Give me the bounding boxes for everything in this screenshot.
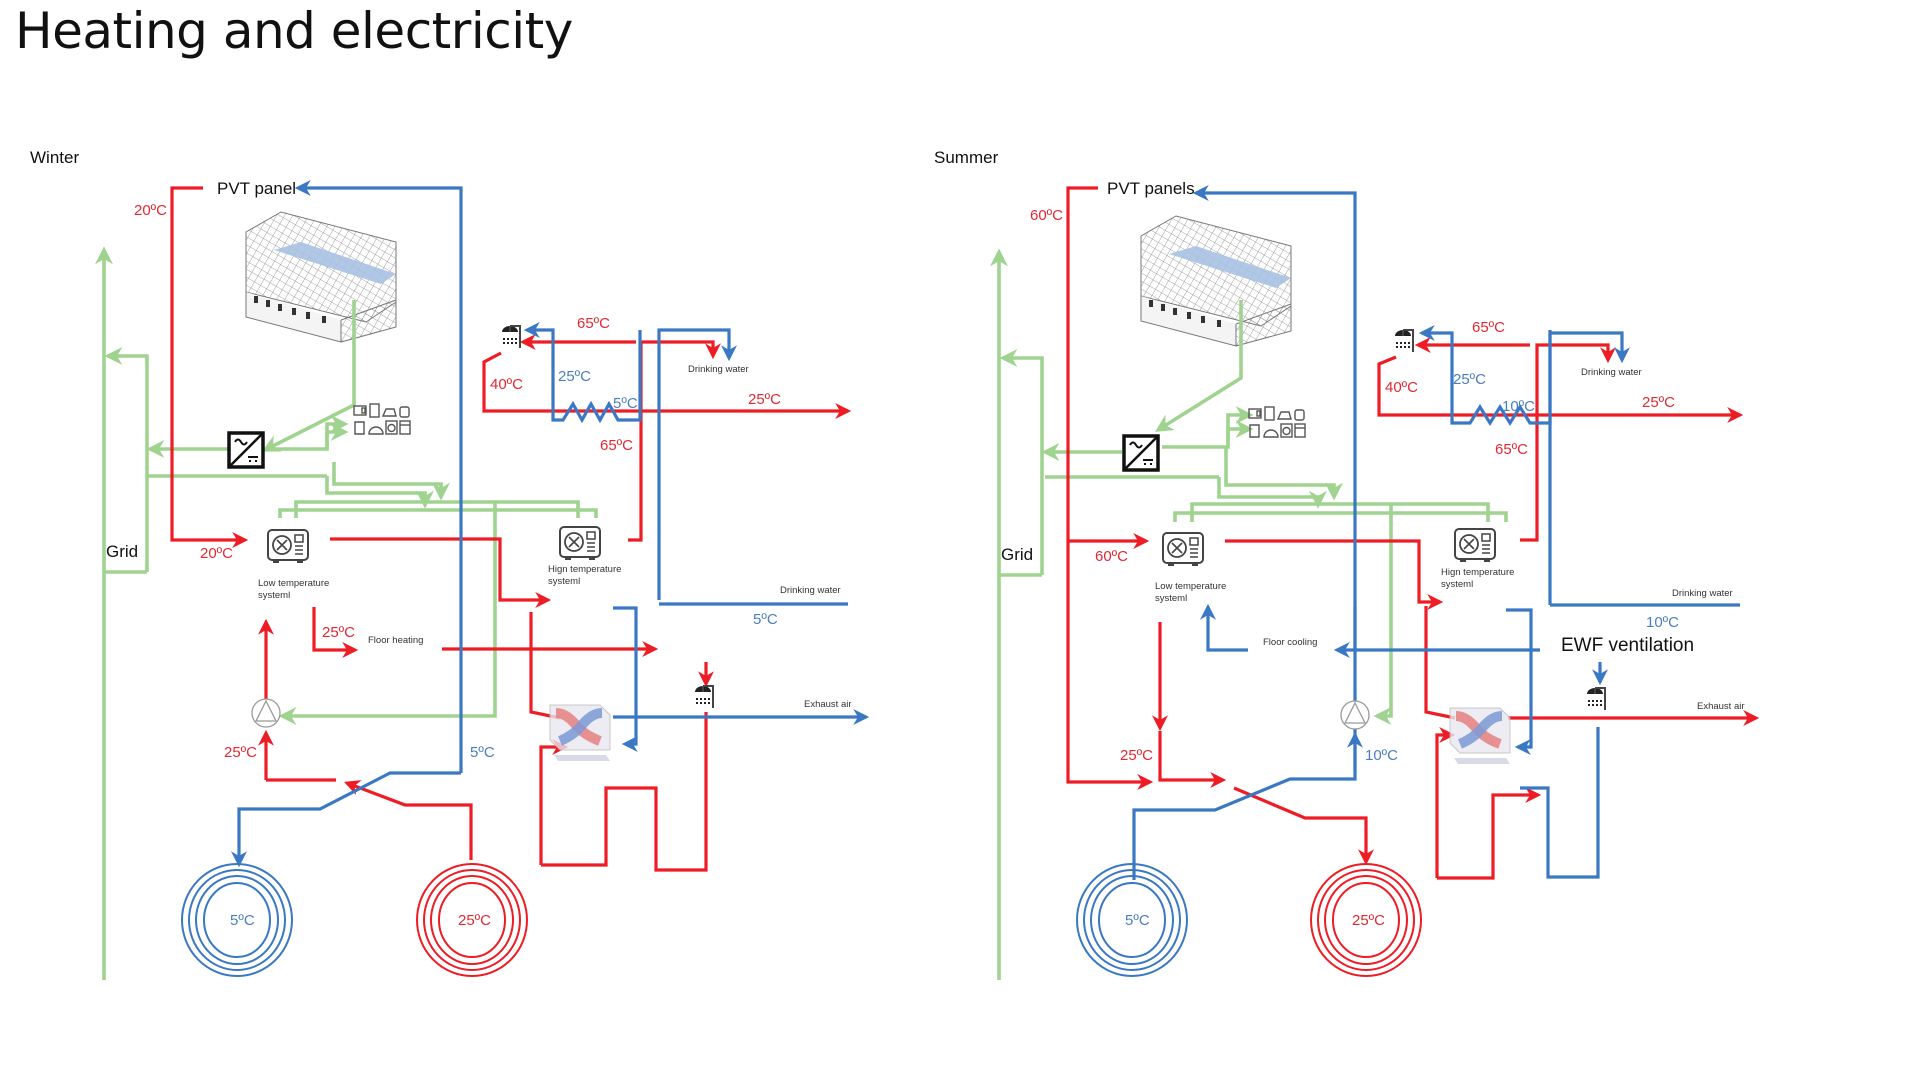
temp-label: 25ºC <box>224 744 257 761</box>
temp-label: 5ºC <box>1125 912 1150 929</box>
electric-lines <box>990 248 1508 980</box>
circulation-pump-icon <box>1340 700 1370 730</box>
appliances-icon <box>353 403 411 435</box>
hot-lines <box>1066 186 1760 880</box>
temp-label: 40ºC <box>1385 379 1418 396</box>
inverter-icon <box>227 431 265 469</box>
inverter-icon <box>1122 434 1160 472</box>
temp-label: 10ºC <box>1646 614 1679 631</box>
temp-label: 5ºC <box>230 912 255 929</box>
appliances-icon <box>1248 406 1306 438</box>
low-temp-heat-pump-icon <box>1162 532 1204 567</box>
drinking-water-label: Drinking water <box>780 585 841 596</box>
heat-recovery-unit-icon <box>1450 708 1510 764</box>
temp-label: 60ºC <box>1095 548 1128 565</box>
temp-label: 65ºC <box>1472 319 1505 336</box>
shower-icon <box>501 325 521 349</box>
floor-heating-label: Floor heating <box>368 635 423 646</box>
cold-lines <box>231 180 870 868</box>
solar-roof-icon <box>245 211 397 343</box>
shower-icon <box>1394 329 1414 353</box>
temp-label: 25ºC <box>1352 912 1385 929</box>
season-label-summer: Summer <box>934 148 999 167</box>
high-temp-label: Hign temperature <box>1441 567 1514 578</box>
circulation-pump-icon <box>251 698 281 728</box>
low-temp-label: Low temperature <box>258 578 329 589</box>
temp-label: 25ºC <box>1642 394 1675 411</box>
temp-label: 10ºC <box>1365 747 1398 764</box>
exhaust-air-label: Exhaust air <box>804 699 852 710</box>
floor-cooling-label: Floor cooling <box>1263 637 1317 648</box>
temp-label: 65ºC <box>1495 441 1528 458</box>
cold-lines <box>1132 185 1740 880</box>
drinking-water-label: Drinking water <box>1581 367 1642 378</box>
temp-label: 25ºC <box>748 391 781 408</box>
temp-label: 10ºC <box>1502 398 1535 415</box>
shower-icon <box>694 685 714 709</box>
exhaust-air-label: Exhaust air <box>1697 701 1745 712</box>
temp-label: 25ºC <box>558 368 591 385</box>
low-temp-label: systeml <box>1155 593 1187 604</box>
grid-label: Grid <box>106 542 138 561</box>
summer-panel: Summer PVT panels Grid <box>934 148 1760 980</box>
heat-recovery-unit-icon <box>550 705 610 761</box>
temp-label: 25ºC <box>458 912 491 929</box>
temp-label: 65ºC <box>577 315 610 332</box>
drinking-water-label: Drinking water <box>688 364 749 375</box>
low-temp-label: systeml <box>258 590 290 601</box>
temp-label: 40ºC <box>490 376 523 393</box>
temp-label: 25ºC <box>1453 371 1486 388</box>
high-temp-label: systeml <box>548 576 580 587</box>
temp-label: 5ºC <box>613 395 638 412</box>
high-temp-label: systeml <box>1441 579 1473 590</box>
temp-label: 25ºC <box>322 624 355 641</box>
temp-label: 25ºC <box>1120 747 1153 764</box>
ewf-ventilation-label: EWF ventilation <box>1561 635 1694 656</box>
page-title: Heating and electricity <box>15 2 573 60</box>
temp-label: 65ºC <box>600 437 633 454</box>
drinking-water-label: Drinking water <box>1672 588 1733 599</box>
season-label-winter: Winter <box>30 148 79 167</box>
temp-label: 20ºC <box>200 545 233 562</box>
temp-label: 20ºC <box>134 202 167 219</box>
winter-panel: Winter PVT panel Grid <box>30 148 870 980</box>
low-temp-label: Low temperature <box>1155 581 1226 592</box>
temp-label: 5ºC <box>753 611 778 628</box>
electric-lines <box>95 246 598 980</box>
high-temp-label: Hign temperature <box>548 564 621 575</box>
grid-label: Grid <box>1001 545 1033 564</box>
low-temp-heat-pump-icon <box>267 529 309 564</box>
pvt-panel-label: PVT panel <box>217 179 296 198</box>
shower-icon <box>1586 687 1606 711</box>
high-temp-heat-pump-icon <box>1454 528 1496 563</box>
temp-label: 60ºC <box>1030 207 1063 224</box>
pvt-panels-label: PVT panels <box>1107 179 1195 198</box>
temp-label: 5ºC <box>470 744 495 761</box>
solar-roof-icon <box>1140 215 1292 347</box>
high-temp-heat-pump-icon <box>559 526 601 561</box>
